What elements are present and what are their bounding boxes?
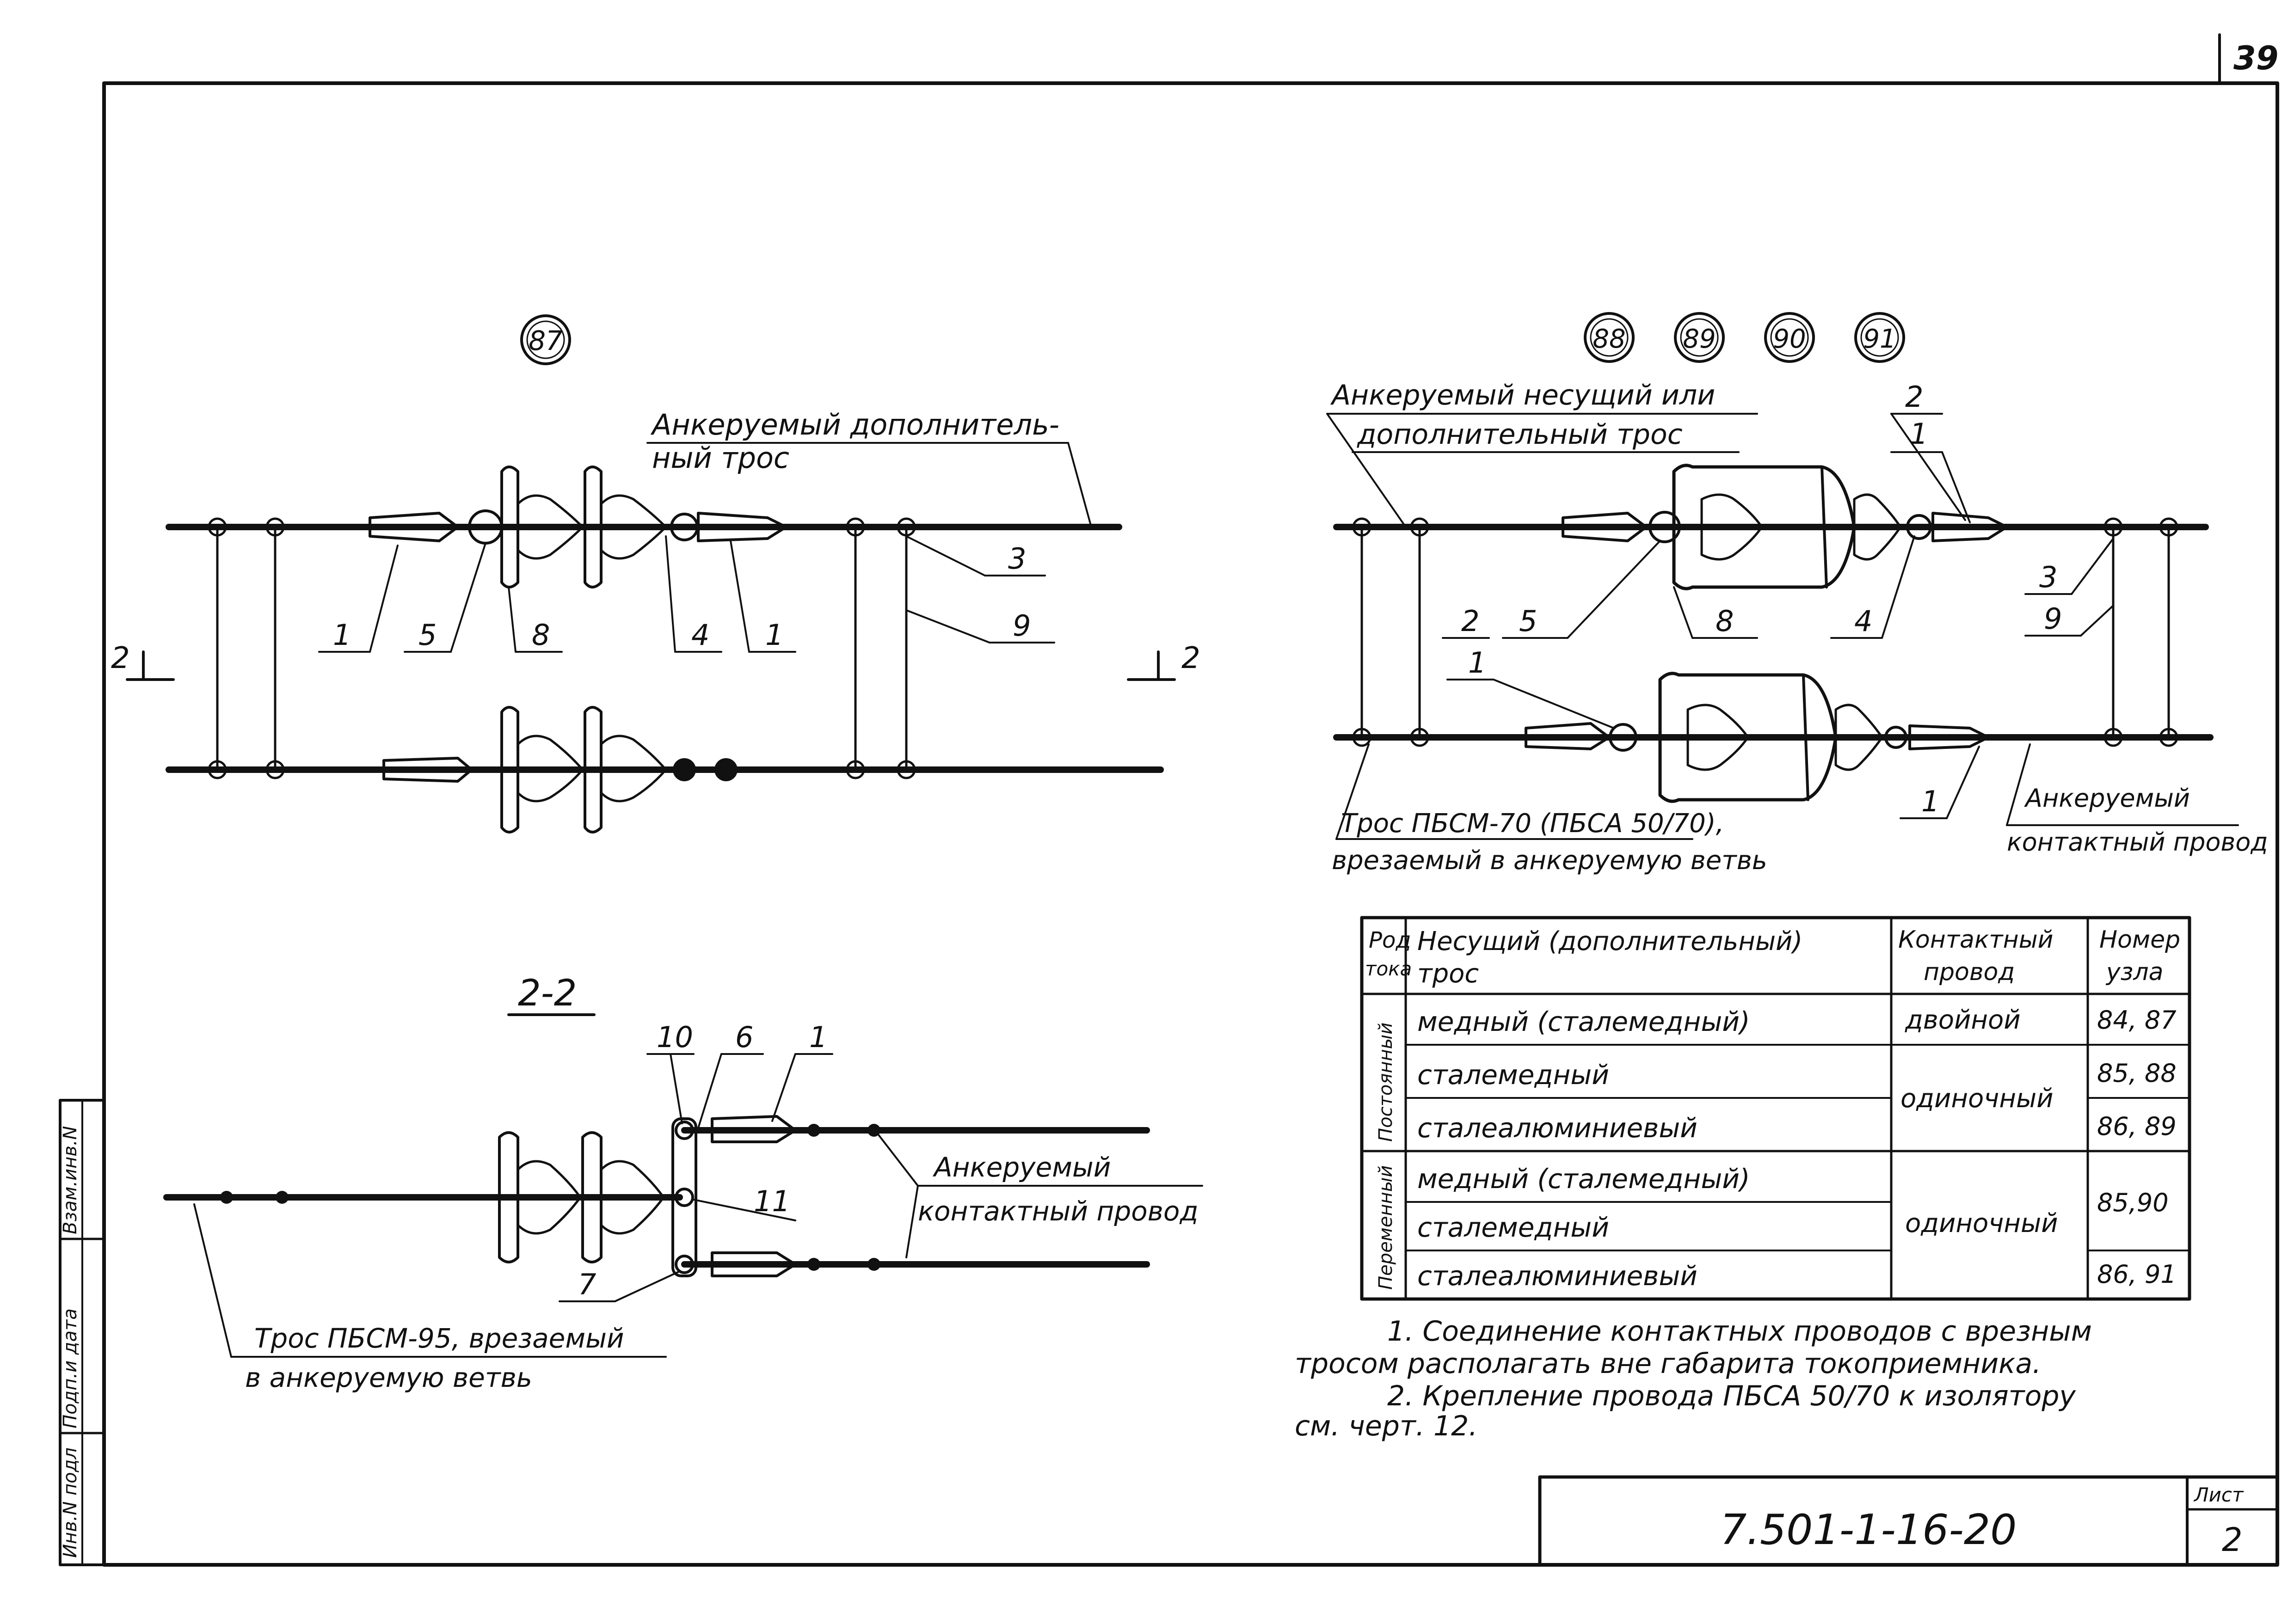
nodes-88-91-drawing: 88 89 90 91 Анкеруемый несущий или допол…: [1326, 312, 2268, 876]
carrier-5: сталемедный: [1417, 1212, 1609, 1243]
node-87-droppers: [208, 517, 916, 779]
note-1-line2: тросом располагать вне габарита токоприе…: [1295, 1348, 2041, 1380]
group-dc: Постоянный: [1375, 1023, 1396, 1142]
sheet-number: 2: [2222, 1521, 2243, 1559]
section-cable-label-line2: в анкеруемую ветвь: [245, 1362, 532, 1393]
node-num-5: 86, 91: [2097, 1260, 2177, 1289]
note-2-line1: 2. Крепление провода ПБСА 50/70 к изолят…: [1387, 1380, 2076, 1412]
th-kind-line2: тока: [1365, 957, 1412, 980]
th-contact-line1: Контактный: [1898, 926, 2053, 954]
node-badge-91: 91: [1863, 324, 1896, 354]
notes: 1. Соединение контактных проводов с врез…: [1295, 1315, 2092, 1442]
section-title: 2-2: [518, 973, 577, 1014]
callout-1-low-right: 1: [1921, 784, 1939, 818]
sheet-label: Лист: [2193, 1483, 2244, 1506]
title-block: 7.501-1-16-20 Лист 2: [1538, 1475, 2279, 1567]
note-2-line2: см. черт. 12.: [1295, 1410, 1477, 1442]
nodes-88-91-upper-insulator: [1562, 464, 2008, 590]
node-87-upper-insulator-string: [369, 466, 787, 588]
nodes-88-91-lower-callouts: 2 1 1: [1442, 604, 1980, 819]
section-2-2-drawing: 2-2 10 6 1 11: [163, 973, 1203, 1393]
stamp-replace-label: Взам.инв.N: [60, 1126, 81, 1234]
sheet-frame: 39: [102, 33, 2279, 1567]
node-87-label-line2: ный трос: [652, 441, 789, 475]
drawing-code: 7.501-1-16-20: [1720, 1506, 2017, 1554]
contact-1: двойной: [1905, 1005, 2021, 1035]
th-carrier-line2: трос: [1417, 959, 1479, 989]
nodes-88-91-lower-insulator: [1525, 672, 1990, 803]
callout-2-low: 2: [1461, 604, 1479, 638]
carrier-2: сталемедный: [1417, 1059, 1609, 1091]
nodes-88-91-droppers: [1352, 517, 2178, 747]
th-kind-line1: Род: [1369, 927, 1411, 953]
contact-2: одиночный: [1900, 1084, 2054, 1114]
callout-1-b: 1: [765, 618, 783, 652]
callout-2-top: 2: [1905, 380, 1923, 414]
callout-5: 5: [418, 618, 437, 652]
node-badge-89: 89: [1683, 324, 1716, 354]
node-87-drawing: 87 Анкеруемый дополнитель- ный трос: [111, 314, 1200, 833]
callout-1-section: 1: [809, 1020, 827, 1054]
carrier-6: сталеалюминиевый: [1417, 1260, 1697, 1292]
callout-1-low: 1: [1468, 646, 1486, 680]
wire-label-line2: контактный провод: [2007, 827, 2268, 857]
stamp-inv-label: Инв.N подл: [60, 1447, 81, 1558]
group-ac: Переменный: [1375, 1165, 1396, 1290]
bottom-cable-label-line1: Трос ПБСМ-70 (ПБСА 50/70),: [1341, 809, 1724, 839]
node-87-callouts: 1 5 8 4 1 3 9: [318, 535, 1055, 653]
node-badge-90: 90: [1773, 324, 1806, 354]
stamp-sign-label: Подп.и дата: [60, 1308, 81, 1428]
wire-table: Род тока Несущий (дополнительный) трос К…: [1360, 916, 2191, 1301]
carrier-3: сталеалюминиевый: [1417, 1112, 1697, 1144]
callout-8-top: 8: [1716, 604, 1734, 638]
node-87-lower-insulator-string: [382, 706, 738, 833]
callout-7: 7: [578, 1268, 596, 1301]
th-carrier-line1: Несущий (дополнительный): [1417, 926, 1802, 956]
node-87-label-line1: Анкеруемый дополнитель-: [650, 408, 1059, 441]
callout-4: 4: [691, 618, 709, 652]
page-number: 39: [2233, 39, 2278, 77]
side-stamp: Инв.N подл Подп.и дата Взам.инв.N: [59, 1099, 105, 1566]
th-node-line1: Номер: [2099, 926, 2180, 954]
top-cable-label-line1: Анкеруемый несущий или: [1330, 379, 1715, 411]
top-cable-label-line2: дополнительный трос: [1357, 418, 1683, 451]
th-node-line2: узла: [2105, 958, 2164, 986]
callout-9: 9: [1013, 609, 1031, 643]
callout-1-a: 1: [333, 618, 351, 652]
wire-label-line1: Анкеруемый: [2024, 784, 2190, 813]
carrier-1: медный (сталемедный): [1417, 1006, 1750, 1037]
node-num-1: 84, 87: [2097, 1005, 2177, 1035]
callout-3: 3: [1008, 542, 1026, 576]
node-num-3: 86, 89: [2097, 1112, 2177, 1141]
th-contact-line2: провод: [1924, 958, 2015, 986]
carrier-4: медный (сталемедный): [1417, 1163, 1750, 1195]
section-wire-label-line1: Анкеруемый: [932, 1152, 1111, 1183]
node-badges: 88 89 90 91: [1584, 312, 1905, 363]
bottom-cable-label-line2: врезаемый в анкеруемую ветвь: [1332, 846, 1767, 876]
node-badge-88: 88: [1593, 324, 1625, 354]
callout-8: 8: [532, 618, 550, 652]
section-cable-label-line1: Трос ПБСМ-95, врезаемый: [254, 1323, 624, 1354]
node-badge-87: 87: [529, 325, 563, 356]
callout-9-top: 9: [2044, 602, 2062, 636]
section-wire-label-line2: контактный провод: [918, 1195, 1198, 1227]
callout-10: 10: [657, 1020, 693, 1054]
node-num-4: 85,90: [2097, 1188, 2169, 1217]
callout-5-top: 5: [1519, 604, 1537, 638]
note-1-line1: 1. Соединение контактных проводов с врез…: [1387, 1315, 2092, 1348]
node-num-2: 85, 88: [2097, 1059, 2177, 1088]
contact-3: одиночный: [1905, 1208, 2058, 1238]
callout-3-top: 3: [2039, 560, 2057, 594]
callout-4-top: 4: [1854, 604, 1872, 638]
section-mark-left: 2: [111, 641, 130, 675]
callout-6: 6: [735, 1020, 753, 1054]
section-2-2-callouts: 10 6 1 11 7: [559, 1020, 833, 1302]
section-mark-right: 2: [1181, 641, 1200, 675]
nodes-88-91-upper-callouts: 2 1 5 8 4 3 9: [1502, 380, 2114, 639]
